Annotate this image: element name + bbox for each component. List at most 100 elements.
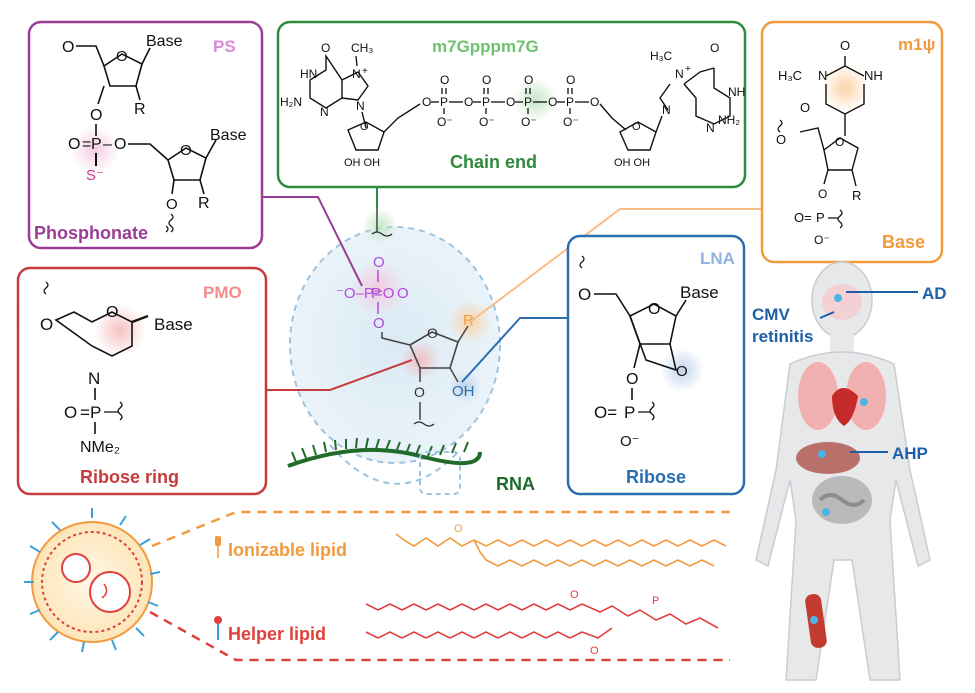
connector-lines <box>262 187 762 391</box>
cap-lg-n3: N <box>320 105 329 119</box>
lna-o-minus: O⁻ <box>620 433 640 450</box>
lna-p: P <box>624 403 635 422</box>
rna-strand: RNA <box>287 437 535 495</box>
body-label-retinitis: retinitis <box>752 327 813 346</box>
lna-box: LNA O O Base O O O= P O⁻ Ribose <box>566 234 746 496</box>
ionizable-lipid-row: Ionizable lipid O <box>151 510 730 567</box>
ps-s-minus: S⁻ <box>86 167 104 184</box>
ps-ring-o1: O <box>116 48 128 65</box>
ps-o5: O <box>166 196 178 213</box>
cap-rg-nh: NH <box>728 85 745 99</box>
cap-p1-o: O <box>440 73 449 87</box>
center-o-3: O <box>414 384 425 400</box>
ionizable-lipid-label: Ionizable lipid <box>228 540 347 560</box>
lna-tag: LNA <box>700 249 735 268</box>
ion-lipid-o: O <box>454 523 463 535</box>
pmo-p: P <box>90 403 101 422</box>
svg-text:=: = <box>82 136 91 153</box>
base-ring-o: O <box>835 135 844 149</box>
body-label-ahp: AHP <box>892 444 928 463</box>
cap-ls-ohoh: OH OH <box>344 157 380 169</box>
center-o-top: O <box>373 254 385 271</box>
center-oh: OH <box>452 383 475 400</box>
base-nh: NH <box>864 68 883 83</box>
cap-p2-o: O <box>482 73 491 87</box>
base-tag: m1ψ <box>898 35 935 54</box>
base-n1: N <box>818 68 827 83</box>
base-r: R <box>852 188 861 203</box>
pmo-caption: Ribose ring <box>80 467 179 487</box>
cap-box-border <box>276 20 747 189</box>
pmo-nme2: NMe₂ <box>80 439 120 456</box>
pmo-o1: O <box>40 315 53 334</box>
cap-rg-h3c: H₃C <box>650 49 673 63</box>
cap-lg-ch3: CH₃ <box>351 41 373 55</box>
cap-tag: m7Gpppm7G <box>432 37 539 56</box>
body-label-cmv: CMV <box>752 305 790 324</box>
base-p: P <box>816 210 825 225</box>
cap-p4-o: O <box>566 73 575 87</box>
cap-p1-om: O⁻ <box>437 115 453 129</box>
base-h3c: H₃C <box>778 68 802 83</box>
cap-rg-n3: N <box>706 121 715 135</box>
ps-ring-o2: O <box>180 142 192 159</box>
cap-p3-om: O⁻ <box>521 115 537 129</box>
center-r: R <box>463 312 474 329</box>
lna-bridge-o: O <box>676 363 688 380</box>
lna-box-border <box>566 234 746 496</box>
ps-p: P <box>91 136 102 153</box>
pmo-n: N <box>88 369 100 388</box>
ps-r2: R <box>198 195 210 212</box>
cap-lg-n7: N <box>352 67 361 81</box>
cap-lg-n9: N <box>356 99 365 113</box>
ps-o1: O <box>62 39 74 56</box>
body-label-ad: AD <box>922 284 947 303</box>
svg-text:=: = <box>80 403 90 422</box>
pmo-o2: O <box>64 403 77 422</box>
cap-caption: Chain end <box>450 152 537 172</box>
cap-p3-o: O <box>524 73 533 87</box>
svg-text:O=: O= <box>594 403 617 422</box>
pmo-box: PMO O O Base N O = P NMe₂ Ribose ring <box>16 266 268 496</box>
center-p-o: O <box>397 285 409 302</box>
ps-base1: Base <box>146 33 183 50</box>
ps-r1: R <box>134 101 146 118</box>
cap-p4-om: O⁻ <box>563 115 579 129</box>
cap-rs-ohoh: OH OH <box>614 157 650 169</box>
center-dashed-circle <box>289 226 501 464</box>
base-o1: O <box>840 38 850 53</box>
helper-lipid-o2: O <box>590 645 599 657</box>
ps-tag: PS <box>213 37 236 56</box>
pmo-base: Base <box>154 315 193 334</box>
base-o2: O <box>800 100 810 115</box>
cap-lg-h2n: H₂N <box>280 95 302 109</box>
pmo-tag: PMO <box>203 283 242 302</box>
cap-rg-n9: N <box>662 103 671 117</box>
cap-p-o5: O <box>590 95 599 109</box>
lnp-particle <box>24 508 161 653</box>
helper-lipid-label: Helper lipid <box>228 624 326 644</box>
helper-lipid-p: P <box>652 595 659 607</box>
lna-o3: O <box>626 371 638 388</box>
cap-rg-plus: + <box>685 64 691 75</box>
ps-base2: Base <box>210 127 247 144</box>
cap-p-o3: O <box>506 95 515 109</box>
base-o5: O <box>776 132 786 147</box>
ps-caption: Phosphonate <box>34 223 148 243</box>
cap-p3: P <box>524 95 532 109</box>
ps-o3: O <box>68 136 80 153</box>
base-o3: O <box>818 187 827 201</box>
cap-box: m7Gpppm7G O CH₃ N + HN H₂N N N O OH OH O… <box>276 20 747 189</box>
cap-rs-o: O <box>632 121 641 133</box>
svg-text:O=: O= <box>794 210 812 225</box>
center-o-bottom: O <box>373 315 385 332</box>
lna-base: Base <box>680 283 719 302</box>
ps-box: PS O O Base R O O = P – O S⁻ O Base R O … <box>27 20 264 250</box>
cap-p2: P <box>482 95 490 109</box>
base-caption: Base <box>882 232 925 252</box>
base-box-border <box>760 20 944 264</box>
helper-lipid-row: Helper lipid O P O <box>149 589 730 662</box>
cap-rg-nh2: NH₂ <box>718 113 740 127</box>
